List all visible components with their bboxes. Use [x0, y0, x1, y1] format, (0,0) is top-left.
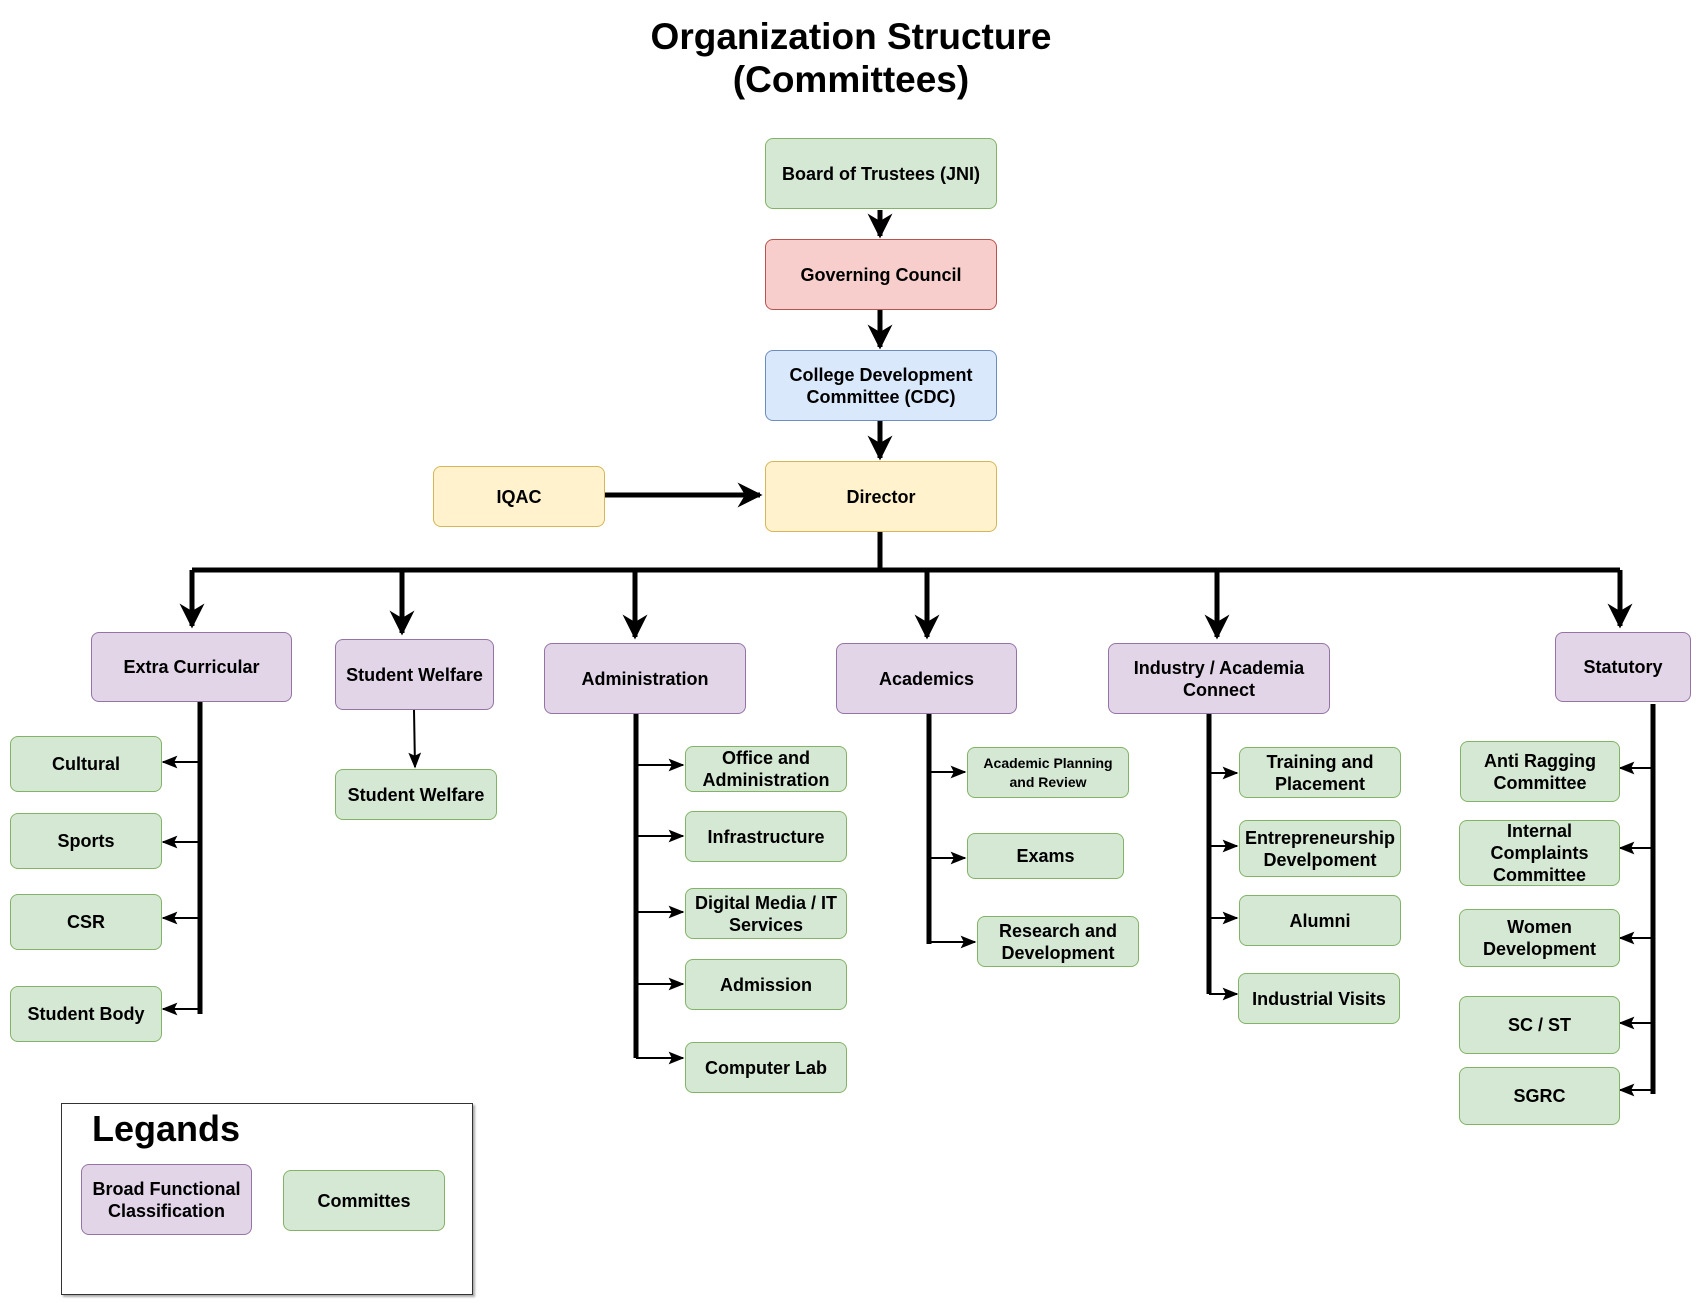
- committee-women-development: Women Development: [1459, 909, 1620, 967]
- committee-sports: Sports: [10, 813, 162, 869]
- committee-sc-st: SC / ST: [1459, 996, 1620, 1054]
- group-extra-curricular: Extra Curricular: [91, 632, 292, 702]
- committee-digital-media: Digital Media / IT Services: [685, 888, 847, 939]
- node-iqac: IQAC: [433, 466, 605, 527]
- committee-internal-complaints: Internal Complaints Committee: [1459, 820, 1620, 886]
- committee-research-development: Research and Development: [977, 916, 1139, 967]
- legend-title: Legands: [92, 1108, 241, 1149]
- committee-sgrc: SGRC: [1459, 1067, 1620, 1125]
- group-industry-academia: Industry / Academia Connect: [1108, 643, 1330, 714]
- link-welfare-0: [408, 709, 422, 769]
- legend-classification-swatch: Broad Functional Classification: [81, 1164, 252, 1235]
- committee-student-body: Student Body: [10, 986, 162, 1042]
- group-student-welfare: Student Welfare: [335, 639, 494, 710]
- committee-alumni: Alumni: [1239, 895, 1401, 946]
- committee-industrial-visits: Industrial Visits: [1238, 973, 1400, 1024]
- committee-entrepreneurship: Entrepreneurship Develpoment: [1239, 820, 1401, 877]
- committee-academic-planning: Academic Planning and Review: [967, 747, 1129, 798]
- committee-exams: Exams: [967, 833, 1124, 879]
- committee-training-placement: Training and Placement: [1239, 747, 1401, 798]
- group-statutory: Statutory: [1555, 632, 1691, 702]
- group-administration: Administration: [544, 643, 746, 714]
- node-board-of-trustees: Board of Trustees (JNI): [765, 138, 997, 209]
- committee-office-administration: Office and Administration: [685, 746, 847, 792]
- committee-cultural: Cultural: [10, 736, 162, 792]
- committee-admission: Admission: [685, 959, 847, 1010]
- committee-infrastructure: Infrastructure: [685, 811, 847, 862]
- legend-committee-swatch: Committes: [283, 1170, 445, 1231]
- node-cdc: College Development Committee (CDC): [765, 350, 997, 421]
- node-governing-council: Governing Council: [765, 239, 997, 310]
- committee-csr: CSR: [10, 894, 162, 950]
- chart-title-line-2: (Committees): [732, 59, 970, 100]
- chart-title-line-1: Organization Structure: [650, 16, 1052, 57]
- committee-anti-ragging: Anti Ragging Committee: [1460, 741, 1620, 802]
- group-academics: Academics: [836, 643, 1017, 714]
- node-director: Director: [765, 461, 997, 532]
- committee-student-welfare: Student Welfare: [335, 769, 497, 820]
- committee-computer-lab: Computer Lab: [685, 1042, 847, 1093]
